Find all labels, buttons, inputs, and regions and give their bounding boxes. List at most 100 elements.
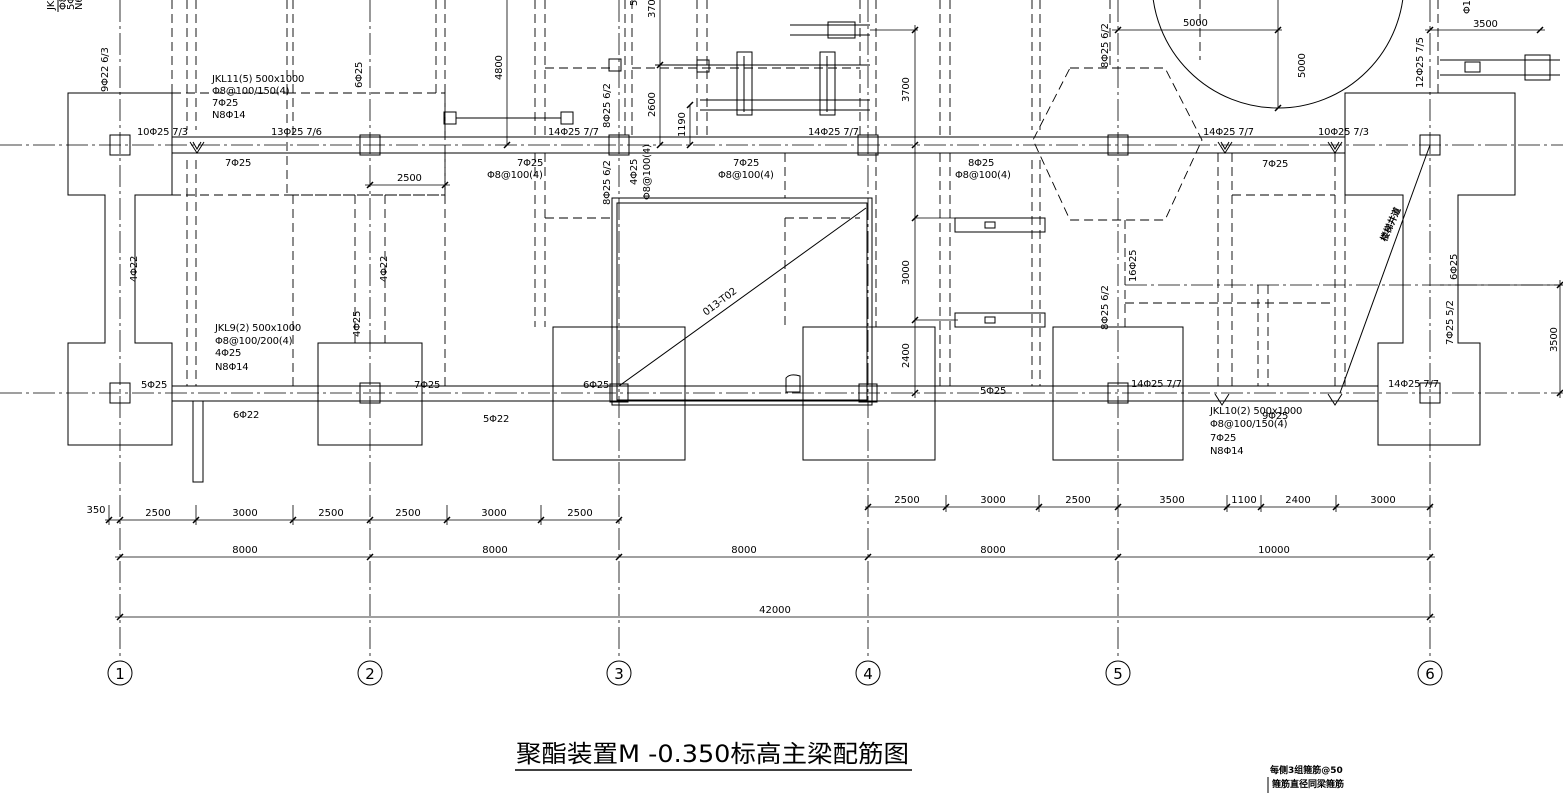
rebar-label: 13Φ25 7/6 <box>271 127 322 138</box>
rebar-label: Φ8@100(4) <box>955 170 1011 181</box>
dim-lower-right: 2400 <box>1285 495 1310 506</box>
dim-vertical-right <box>1440 280 1563 398</box>
dim-lower-right: 3500 <box>1159 495 1184 506</box>
rebar-label: 14Φ25 7/7 <box>548 127 599 138</box>
dim-lower-left: 2500 <box>318 508 343 519</box>
rebar-label: 7Φ25 <box>1262 159 1288 170</box>
rebar-label: 14Φ25 7/7 <box>808 127 859 138</box>
rebar-label: 10Φ25 7/3 <box>1318 127 1369 138</box>
beam-tag-stirrups: Φ8@100/150(4) <box>212 86 290 97</box>
dim-ticks <box>911 26 919 397</box>
axis-bubble <box>855 660 881 686</box>
rebar-label: 4Φ22 <box>129 256 140 282</box>
bar-hook-marks <box>189 141 1343 406</box>
rebar-label: 5Φ25 <box>980 386 1006 397</box>
beam-tag-jkl11: JKL11(5) 500x1000 Φ8@100/150(4) 7Φ25 N8Φ… <box>211 74 304 121</box>
dim-lower-right: 3000 <box>980 495 1005 506</box>
dim-top <box>365 0 1545 186</box>
dimension-lines <box>105 0 1563 621</box>
edge-fragment: Φ8 <box>58 0 69 10</box>
dim-ticks <box>105 516 623 524</box>
equipment-block <box>984 221 996 229</box>
opening-mark <box>785 374 801 393</box>
dim-ticks <box>116 613 1434 621</box>
column <box>1419 134 1441 156</box>
dimension-label: 4800 <box>494 55 505 80</box>
opening-diagonal <box>618 207 867 387</box>
rebar-label: Φ8@100(4) <box>718 170 774 181</box>
rebar-label: 7Φ25 5/2 <box>1445 300 1456 345</box>
rebar-label: 7Φ25 <box>517 158 543 169</box>
rebar-label: 7Φ25 <box>414 380 440 391</box>
beam-tag-name: JKL11(5) 500x1000 <box>211 74 304 85</box>
dim-bay: 8000 <box>482 545 507 556</box>
opening-inner <box>616 202 868 401</box>
rebar-label: 6Φ25 <box>583 380 609 391</box>
note-line: 箍筋直径同梁箍筋 <box>1271 778 1344 790</box>
note-line: 每侧3组箍筋@50 <box>1270 764 1343 776</box>
equipment-symbols <box>655 21 1560 328</box>
rebar-label: Φ8@100(4) <box>487 170 543 181</box>
column <box>1107 134 1129 156</box>
beam-tag-waist: N8Φ14 <box>215 362 248 373</box>
rebar-label: 5Φ25 <box>141 380 167 391</box>
rebar-label: 8Φ25 6/2 <box>602 83 613 128</box>
axis-label: 1 <box>115 665 125 683</box>
beam-tag-bars: 4Φ25 <box>215 348 241 359</box>
equipment-block <box>954 217 1046 233</box>
rebar-label: 8Φ25 6/2 <box>602 160 613 205</box>
beam-tag-jkl10: JKL10(2) 500x1000 Φ8@100/150(4) 7Φ25 N8Φ… <box>1209 406 1302 457</box>
axis-bubble <box>107 660 133 686</box>
equipment-block <box>984 316 996 324</box>
axis-label: 4 <box>863 665 873 683</box>
dim-lower-left: 2500 <box>145 508 170 519</box>
edge-fragments: JKL Φ8 5Φ N6 Φ10 5 <box>46 0 1473 14</box>
dimension-label: 3500 <box>1549 327 1560 352</box>
rebar-label: 9Φ22 6/3 <box>100 47 111 92</box>
axis-label: 5 <box>1113 665 1123 683</box>
rebar-label: 10Φ25 7/3 <box>137 127 188 138</box>
dimension-label: 2600 <box>647 92 658 117</box>
grid-lines <box>0 0 1563 660</box>
edge-fragment: JKL <box>46 0 57 11</box>
dim-lower-left: 2500 <box>395 508 420 519</box>
column <box>1419 382 1441 404</box>
rebar-label: 4Φ25 <box>629 159 640 185</box>
notes: 每侧3组箍筋@50 箍筋直径同梁箍筋 <box>1267 764 1344 793</box>
beam-tag-waist: N8Φ14 <box>212 110 245 121</box>
edge-fragment: 5Φ <box>66 0 77 10</box>
column <box>359 134 381 156</box>
dimension-label: 5000 <box>1183 18 1208 29</box>
opening-outer <box>611 197 873 406</box>
dim-bay: 10000 <box>1258 545 1290 556</box>
rebar-label: 4Φ22 <box>379 256 390 282</box>
opening-outline <box>611 197 873 406</box>
axis-label: 2 <box>365 665 375 683</box>
rebar-label: Φ8@100(4) <box>642 144 653 200</box>
beam-tag-bars: 7Φ25 <box>212 98 238 109</box>
axis-label: 6 <box>1425 665 1435 683</box>
pipe-lines <box>1440 59 1560 76</box>
column <box>857 134 879 156</box>
equipment-block <box>1524 54 1551 81</box>
dim-bay: 8000 <box>980 545 1005 556</box>
drawing-title: 聚酯装置M -0.350标高主梁配筋图 <box>516 740 909 768</box>
dim-ticks <box>366 26 1544 189</box>
dim-ticks <box>1556 281 1563 397</box>
dimension-label: 5000 <box>1297 53 1308 78</box>
dim-lower-right: 1100 <box>1231 495 1256 506</box>
rebar-label: 16Φ25 <box>1128 250 1139 282</box>
dim-lower-left: 2500 <box>567 508 592 519</box>
rebar-label: 9Φ25 <box>1262 411 1288 422</box>
footing-axis-3 <box>552 326 686 461</box>
column <box>1107 382 1129 404</box>
dimension-label: 3000 <box>901 260 912 285</box>
rebar-label: 4Φ25 <box>352 311 363 337</box>
dim-chain-lower-right <box>865 495 1433 512</box>
dimension-chain-labels: 350 2500 3000 2500 2500 3000 2500 2500 3… <box>86 495 1395 616</box>
beam-outlines <box>172 136 1378 402</box>
rebar-label: 8Φ25 6/2 <box>1100 23 1111 68</box>
column <box>858 383 878 403</box>
dim-overall: 42000 <box>759 605 791 616</box>
dimension-label: 2400 <box>901 343 912 368</box>
